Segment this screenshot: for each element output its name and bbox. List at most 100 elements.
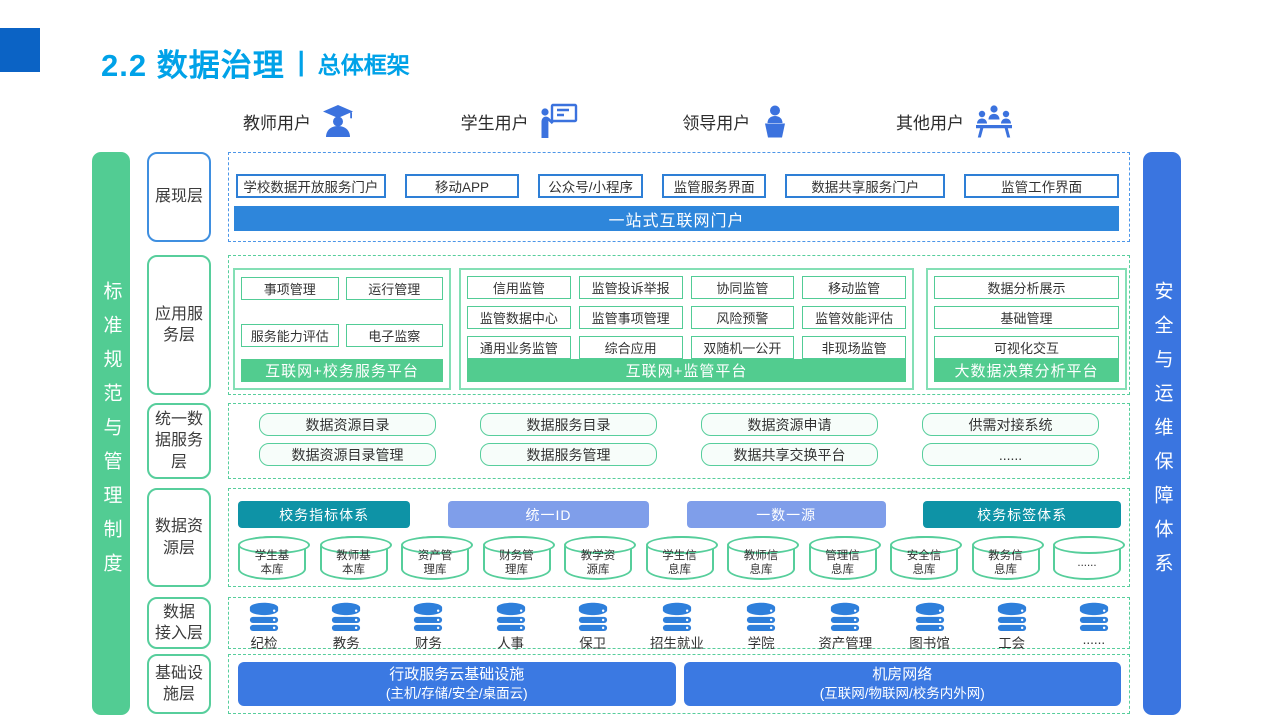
- module-box: 运行管理: [345, 277, 443, 300]
- database-cylinder: 教学资源库: [564, 536, 636, 580]
- database-label: 资产管理库: [417, 549, 453, 576]
- infrastructure-subtitle: (主机/存储/安全/桌面云): [385, 686, 528, 702]
- module-box: 电子监察: [345, 324, 443, 347]
- data-source-label: 学院: [747, 636, 775, 651]
- app-group-campus-service: 事项管理运行管理服务能力评估电子监察 互联网+校务服务平台: [233, 268, 451, 390]
- user-label: 其他用户: [895, 113, 964, 133]
- database-cylinder: 教务信息库: [971, 536, 1044, 580]
- portal-bar: 一站式互联网门户: [234, 206, 1119, 231]
- layer-label-infrastructure: 基础设 施层: [147, 654, 211, 714]
- layer-container-data-service: 数据资源目录数据服务目录数据资源申请供需对接系统数据资源目录管理数据服务管理数据…: [228, 403, 1130, 479]
- module-box: 监管效能评估: [802, 306, 906, 329]
- database-icon: [1079, 602, 1108, 631]
- user-item-others: 其他用户: [896, 103, 1015, 139]
- database-icon: [414, 602, 443, 631]
- infrastructure-bars: 行政服务云基础设施 (主机/存储/安全/桌面云) 机房网络 (互联网/物联网/校…: [238, 662, 1121, 706]
- app-group-supervision: 信用监管监管投诉举报协同监管移动监管监管数据中心监管事项管理风险预警监管效能评估…: [459, 268, 914, 390]
- leader-icon: [765, 105, 786, 138]
- infrastructure-title: 机房网络: [872, 666, 933, 684]
- data-source: 招生就业: [650, 601, 704, 652]
- infrastructure-bar: 行政服务云基础设施 (主机/存储/安全/桌面云): [238, 662, 676, 706]
- database-cylinder: 安全信息库: [890, 536, 962, 580]
- database-cylinder: 资产管理库: [401, 536, 473, 580]
- database-icon: [249, 602, 279, 631]
- data-source-label: 资产管理: [818, 636, 873, 651]
- database-label: ......: [1077, 556, 1097, 569]
- others-icon: [975, 105, 1012, 138]
- module-box: 信用监管: [467, 276, 571, 299]
- app-group-boxes: 数据分析展示基础管理可视化交互: [934, 276, 1119, 359]
- database-label: 教务信息库: [988, 549, 1023, 576]
- pillar-standards-label: 标准规范与管理制度: [100, 280, 122, 587]
- database-label: 安全信息库: [906, 549, 942, 576]
- module-box: 数据服务管理: [480, 443, 657, 466]
- database-icon: [915, 602, 944, 631]
- module-box: 监管数据中心: [467, 306, 571, 329]
- module-box: 服务能力评估: [241, 324, 339, 347]
- data-source: 纪检: [239, 601, 289, 652]
- title-subtitle: 总体框架: [317, 51, 410, 78]
- database-icon: [496, 602, 525, 631]
- database-label: 教学资源库: [580, 549, 616, 576]
- module-box: 双随机一公开: [690, 336, 795, 359]
- layer-container-infrastructure: 行政服务云基础设施 (主机/存储/安全/桌面云) 机房网络 (互联网/物联网/校…: [228, 654, 1130, 714]
- infrastructure-bar: 机房网络 (互联网/物联网/校务内外网): [683, 662, 1121, 706]
- database-cylinder: 教师信息库: [727, 536, 799, 580]
- data-source: 图书馆: [905, 601, 955, 652]
- resource-bar: 校务指标体系: [238, 501, 411, 528]
- module-box: 公众号/小程序: [538, 174, 643, 198]
- pillar-security: 安全与运维保障体系: [1143, 152, 1181, 715]
- data-source-label: ......: [1082, 632, 1106, 647]
- data-sources: 纪检 教务: [239, 601, 1119, 652]
- database-cylinder: ......: [1053, 536, 1125, 580]
- pillar-standards: 标准规范与管理制度: [92, 152, 130, 715]
- user-label: 领导用户: [682, 113, 751, 133]
- module-box: 数据共享服务门户: [785, 174, 946, 198]
- module-box: 非现场监管: [802, 336, 906, 359]
- layer-container-application: 事项管理运行管理服务能力评估电子监察 互联网+校务服务平台 信用监管监管投诉举报…: [228, 255, 1130, 395]
- database-cylinder: 管理信息库: [808, 536, 881, 580]
- database-cylinder: 学生基本库: [238, 536, 310, 580]
- database-cylinder: 学生信息库: [645, 536, 718, 580]
- database-icon: [997, 602, 1026, 631]
- app-group-bigdata: 数据分析展示基础管理可视化交互 大数据决策分析平台: [926, 268, 1127, 390]
- database-icon: [662, 602, 692, 631]
- layer-container-data-access: 纪检 教务: [228, 597, 1130, 652]
- resource-bar: 一数一源: [686, 501, 886, 528]
- module-box: 数据共享交换平台: [701, 443, 878, 466]
- data-source: 学院: [736, 601, 786, 652]
- user-item-teacher: 教师用户: [243, 103, 356, 139]
- pillar-security-label: 安全与运维保障体系: [1151, 280, 1173, 587]
- module-box: 移动监管: [802, 276, 906, 299]
- database-label: 学生信息库: [662, 549, 697, 576]
- infrastructure-title: 行政服务云基础设施: [389, 666, 525, 684]
- data-source: 财务: [403, 601, 453, 652]
- data-source: 资产管理: [818, 601, 872, 652]
- data-source: 保卫: [568, 601, 618, 652]
- module-box: 数据资源目录: [259, 413, 436, 436]
- module-box: 数据资源目录管理: [259, 443, 436, 466]
- title-main: 2.2 数据治理: [101, 48, 285, 83]
- data-source-label: 保卫: [579, 636, 607, 651]
- module-box: 数据分析展示: [934, 276, 1119, 299]
- data-source-label: 人事: [497, 636, 525, 651]
- module-box: 监管投诉举报: [578, 276, 683, 299]
- data-source-label: 图书馆: [909, 636, 950, 651]
- module-box: 监管事项管理: [578, 306, 683, 329]
- module-box: ......: [922, 443, 1099, 466]
- module-box: 风险预警: [690, 306, 795, 329]
- app-group-boxes: 信用监管监管投诉举报协同监管移动监管监管数据中心监管事项管理风险预警监管效能评估…: [467, 276, 906, 359]
- module-box: 可视化交互: [934, 336, 1119, 359]
- database-label: 教师信息库: [743, 549, 779, 576]
- layer-label-data-resource: 数据资 源层: [147, 488, 211, 587]
- student-icon: [541, 103, 577, 138]
- accent-square: [0, 28, 40, 72]
- module-box: 数据资源申请: [701, 413, 878, 436]
- module-box: 监管服务界面: [661, 174, 767, 198]
- data-source: 教务: [321, 601, 371, 652]
- module-box: 监管工作界面: [964, 174, 1120, 198]
- module-box: 协同监管: [690, 276, 795, 299]
